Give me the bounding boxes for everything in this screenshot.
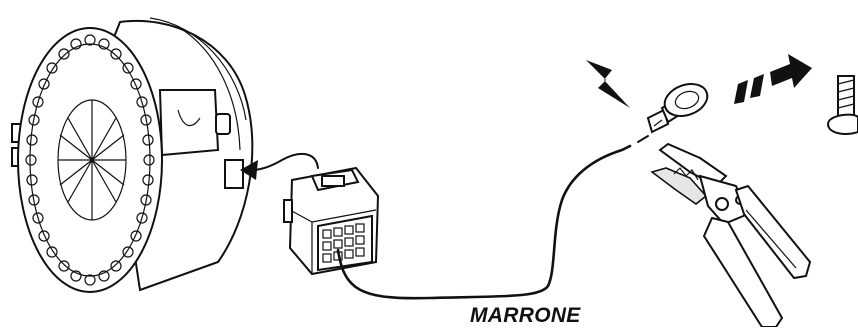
multi-pin-plug <box>283 166 380 276</box>
round-harness-connector <box>11 17 254 293</box>
wire-color-label: MARRONE <box>470 304 581 327</box>
crimping-pliers <box>650 142 812 327</box>
lightning-icon <box>586 60 630 108</box>
insert-arrow <box>240 152 319 180</box>
ring-terminal <box>646 83 709 134</box>
wire-gap-dash <box>637 135 649 143</box>
ground-screw <box>826 75 858 135</box>
pin-holes <box>25 34 155 286</box>
center-insert <box>58 100 126 220</box>
brown-wire <box>336 144 632 300</box>
motion-arrow <box>734 54 812 104</box>
